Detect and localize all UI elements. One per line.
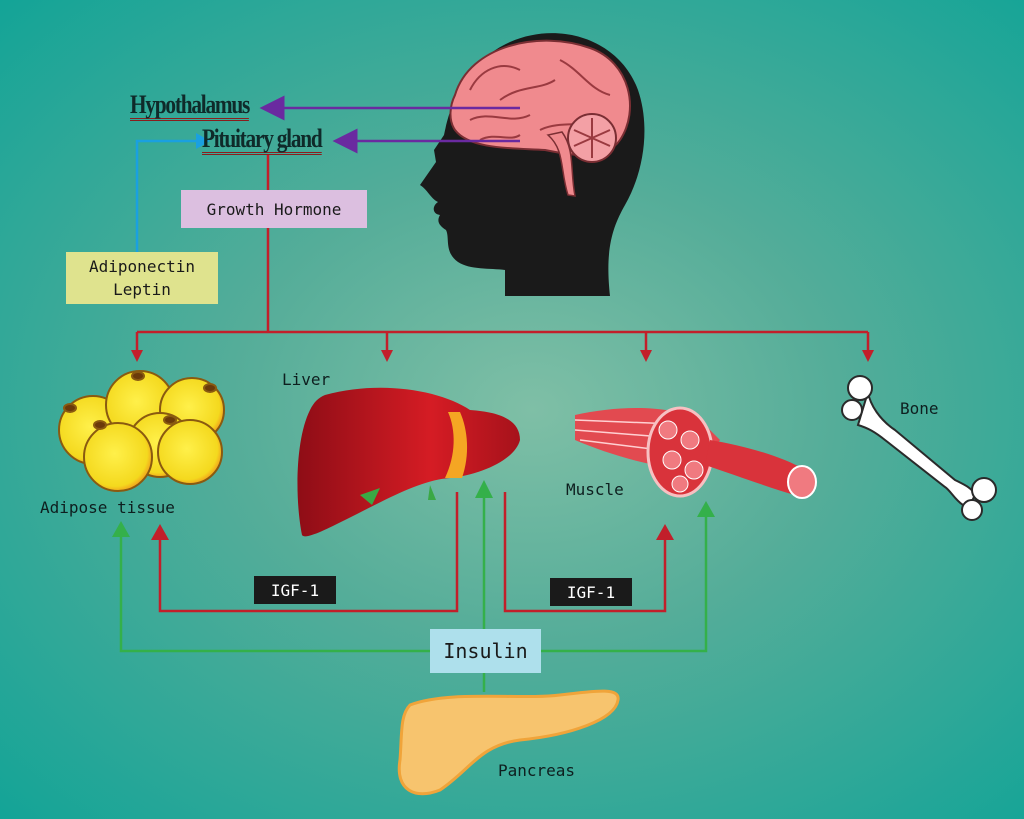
adipose-label: Adipose tissue [40,498,175,517]
pancreas-label: Pancreas [498,761,576,780]
bone-icon [841,375,997,521]
growth-hormone-arrows [135,155,870,352]
head-brain-icon [420,33,645,296]
adiponectin-leptin-box: Adiponectin Leptin [66,252,218,304]
igf-1-box-right: IGF-1 [550,578,632,606]
pancreas-icon [397,689,620,796]
arrow-leptin-to-pituitary [135,139,196,252]
bone-label: Bone [900,399,939,418]
insulin-box: Insulin [430,629,541,673]
insulin-arrows [119,496,708,692]
muscle-label: Muscle [566,480,624,499]
muscle-icon [574,406,817,499]
hypothalamus-label: Hypothalamus [130,90,250,121]
growth-hormone-box: Growth Hormone [181,190,367,228]
liver-label: Liver [282,370,331,389]
igf-1-box-left: IGF-1 [254,576,336,604]
pituitary-label: Pituitary gland [202,124,323,155]
liver-icon [297,387,520,537]
igf-arrows [158,492,667,613]
fat-cells-icon [58,370,225,492]
